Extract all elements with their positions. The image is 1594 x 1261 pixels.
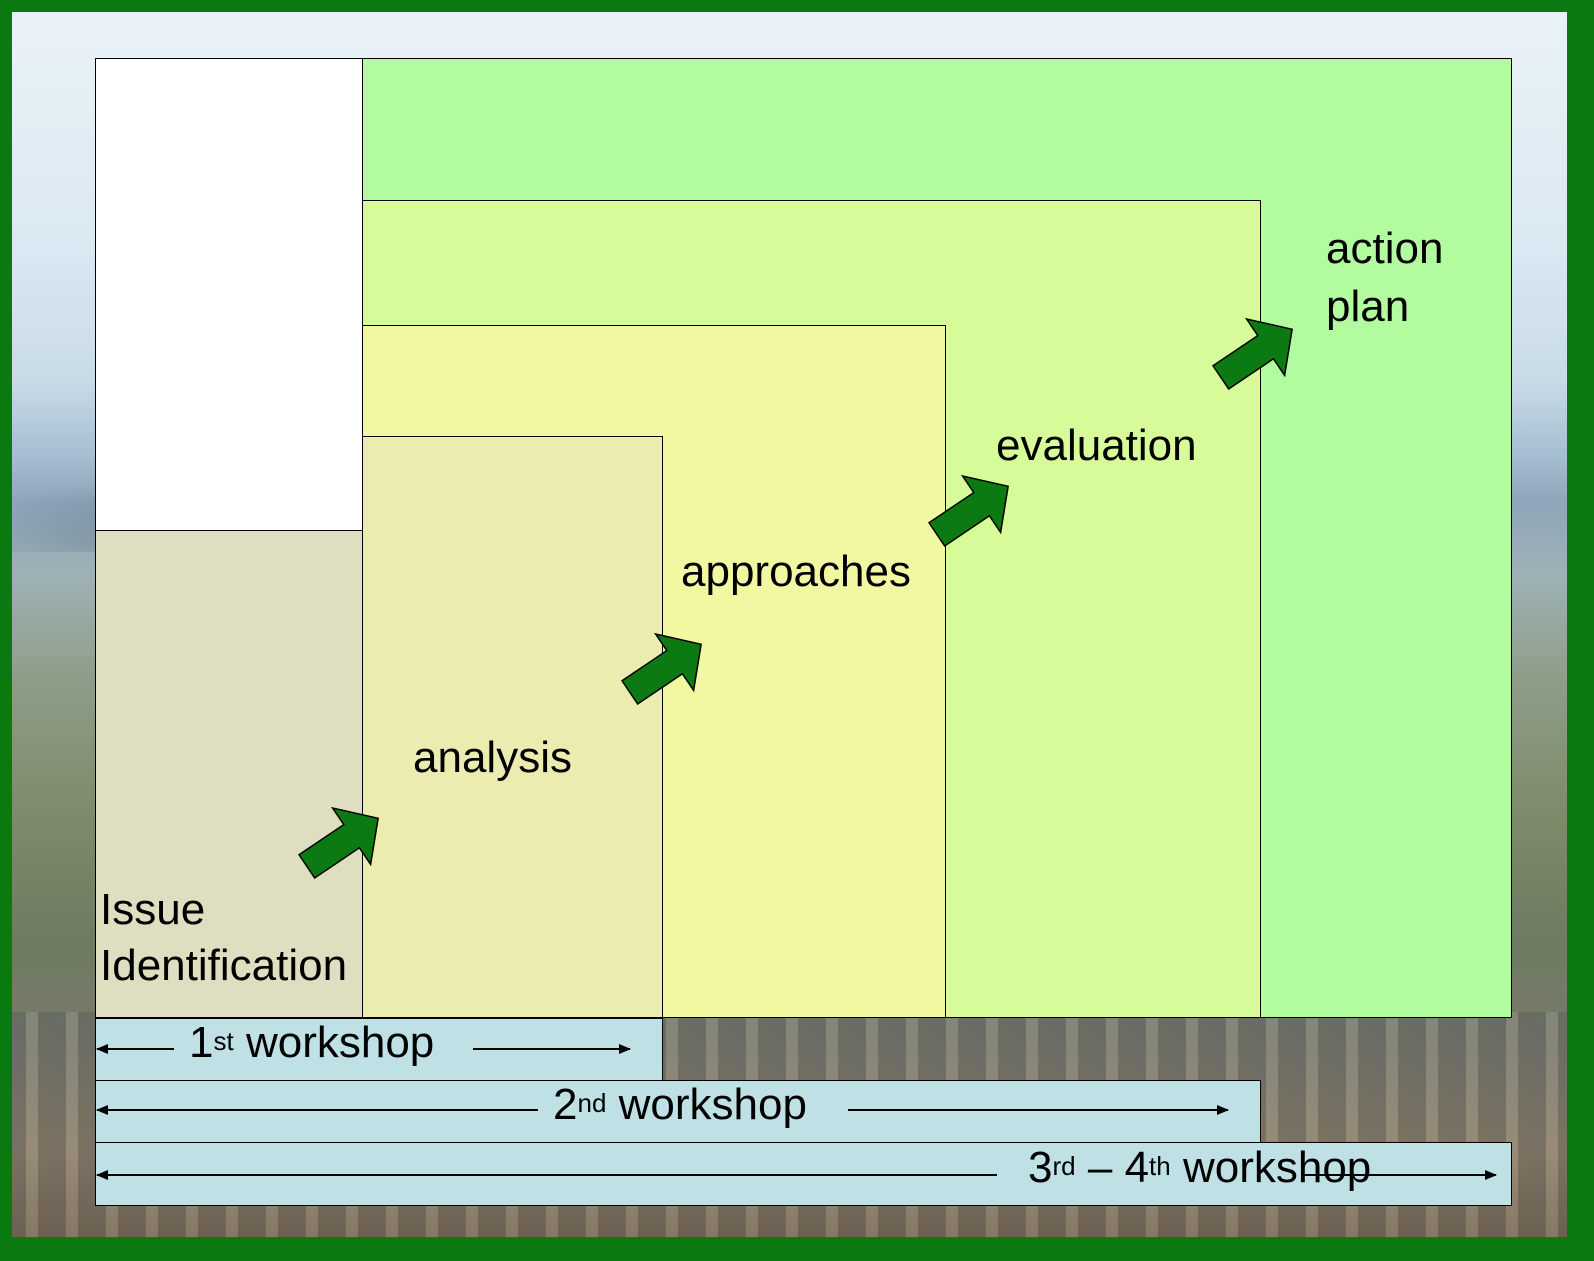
issue-label-line2: Identification: [100, 941, 348, 990]
workshop-1-suffix: st: [213, 1026, 234, 1056]
action-label-line1: action: [1326, 224, 1444, 273]
step-arrow-1-icon: [297, 806, 379, 880]
step-arrow-4-icon: [1211, 317, 1293, 391]
process-diagram-frame: Issue Identification analysis approaches…: [12, 12, 1567, 1237]
workshop-4-suffix: th: [1149, 1151, 1171, 1181]
workshop-1-label: 1st workshop: [189, 1018, 434, 1068]
workshop-range-separator: –: [1087, 1143, 1113, 1192]
arrow-overlay: [96, 317, 1497, 1180]
step-arrow-2-icon: [620, 632, 702, 706]
workshop-2-suffix: nd: [577, 1088, 607, 1118]
workshop-3-4-label: 3rd – 4th workshop: [1028, 1143, 1371, 1193]
issue-identification-label: Issue Identification: [100, 882, 347, 994]
stage-analysis-box: [362, 436, 663, 1018]
analysis-label: analysis: [413, 733, 572, 782]
workshop-2-number: 2: [553, 1080, 578, 1129]
stage-issue-identification-box: [95, 530, 363, 1018]
workshop-2-label: 2nd workshop: [553, 1080, 807, 1130]
evaluation-label: evaluation: [996, 421, 1197, 470]
action-plan-label: action plan: [1326, 220, 1443, 336]
workshop-3-number: 3: [1028, 1143, 1053, 1192]
workshop-1-text: workshop: [245, 1018, 435, 1067]
workshop-1-number: 1: [189, 1018, 214, 1067]
blank-panel: [95, 58, 363, 531]
workshop-3-4-text: workshop: [1182, 1143, 1372, 1192]
issue-label-line1: Issue: [100, 885, 206, 934]
step-arrow-3-icon: [927, 474, 1009, 548]
workshop-4-number: 4: [1124, 1143, 1150, 1192]
workshop-2-text: workshop: [618, 1080, 807, 1129]
action-label-line2: plan: [1326, 282, 1410, 331]
workshop-3-suffix: rd: [1052, 1151, 1076, 1181]
approaches-label: approaches: [681, 547, 911, 596]
